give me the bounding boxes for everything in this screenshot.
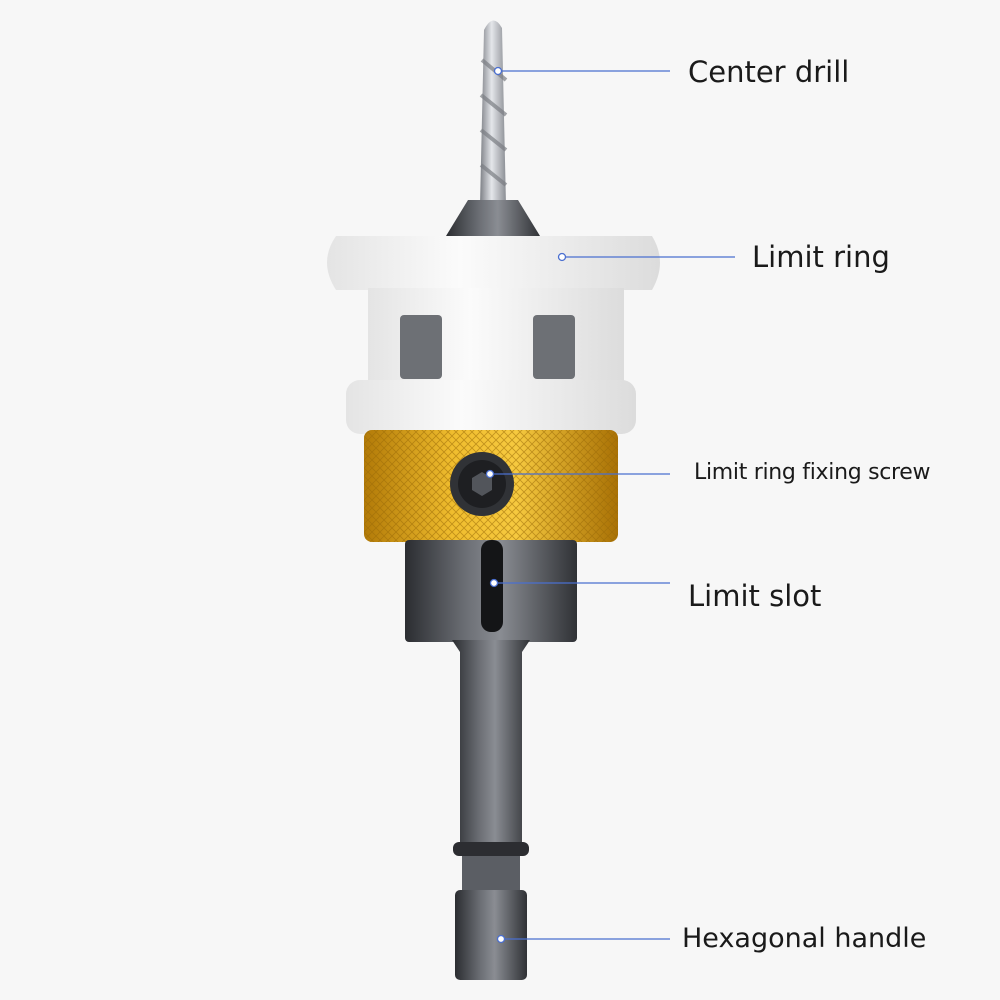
label-limit-slot: Limit slot (688, 579, 822, 613)
center-drill (479, 20, 508, 206)
label-limit-ring: Limit ring (752, 240, 890, 274)
anchor-dots (485, 66, 567, 944)
countersink-cone (446, 200, 540, 236)
hexagonal-shank (452, 640, 530, 980)
limit-ring (327, 236, 660, 434)
leader-lines (490, 70, 735, 940)
label-fixing-screw: Limit ring fixing screw (694, 460, 931, 485)
fixing-screw (450, 452, 514, 516)
label-hexagonal-handle: Hexagonal handle (682, 923, 927, 954)
slot-body (405, 540, 577, 642)
label-center-drill: Center drill (688, 55, 850, 89)
